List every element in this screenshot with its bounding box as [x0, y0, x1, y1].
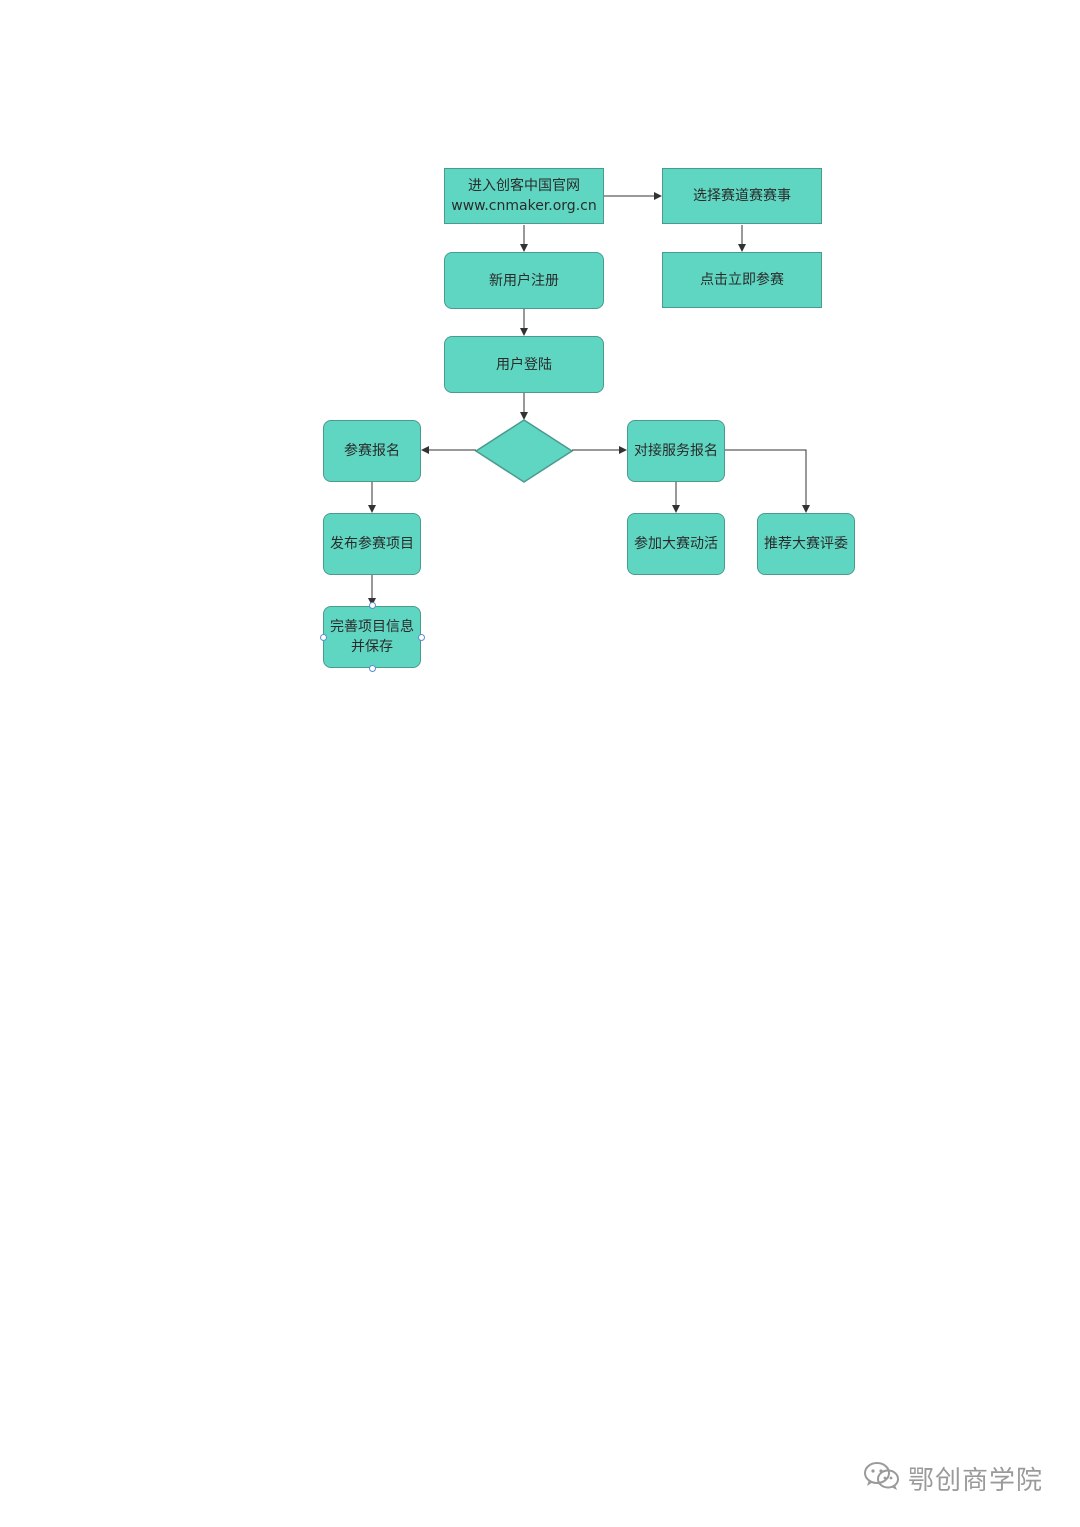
node-complete-info[interactable]: 完善项目信息 并保存: [323, 606, 421, 668]
node-service-signup-label: 对接服务报名: [634, 443, 718, 459]
node-join-activity: 参加大赛动活: [627, 513, 725, 575]
selection-handle-bottom[interactable]: [369, 665, 376, 672]
selection-handle-right[interactable]: [418, 634, 425, 641]
node-recommend-judges-label: 推荐大赛评委: [764, 536, 848, 552]
node-click-join: 点击立即参赛: [662, 252, 822, 308]
node-choose-track-label: 选择赛道赛赛事: [693, 188, 791, 204]
node-join-activity-label: 参加大赛动活: [634, 536, 718, 552]
node-login: 用户登陆: [444, 336, 604, 393]
node-enter-site-label: 进入创客中国官网 www.cnmaker.org.cn: [451, 178, 597, 214]
node-service-signup: 对接服务报名: [627, 420, 725, 482]
wechat-icon: [862, 1460, 902, 1496]
node-enter-site: 进入创客中国官网 www.cnmaker.org.cn: [444, 168, 604, 224]
node-publish-project: 发布参赛项目: [323, 513, 421, 575]
decision-diamond: [474, 419, 574, 483]
node-register-label: 新用户注册: [489, 272, 559, 289]
node-contest-signup-label: 参赛报名: [344, 443, 400, 459]
watermark: 鄂创商学院: [862, 1458, 1052, 1498]
node-contest-signup: 参赛报名: [323, 420, 421, 482]
arrow-service-to-judges: [724, 449, 810, 513]
selection-handle-left[interactable]: [320, 634, 327, 641]
node-publish-project-label: 发布参赛项目: [330, 536, 414, 552]
node-choose-track: 选择赛道赛赛事: [662, 168, 822, 224]
selection-handle-top[interactable]: [369, 602, 376, 609]
node-login-label: 用户登陆: [496, 356, 552, 373]
node-recommend-judges: 推荐大赛评委: [757, 513, 855, 575]
node-click-join-label: 点击立即参赛: [700, 272, 784, 288]
node-complete-info-label: 完善项目信息 并保存: [330, 619, 414, 655]
node-register: 新用户注册: [444, 252, 604, 309]
watermark-text: 鄂创商学院: [908, 1465, 1044, 1496]
